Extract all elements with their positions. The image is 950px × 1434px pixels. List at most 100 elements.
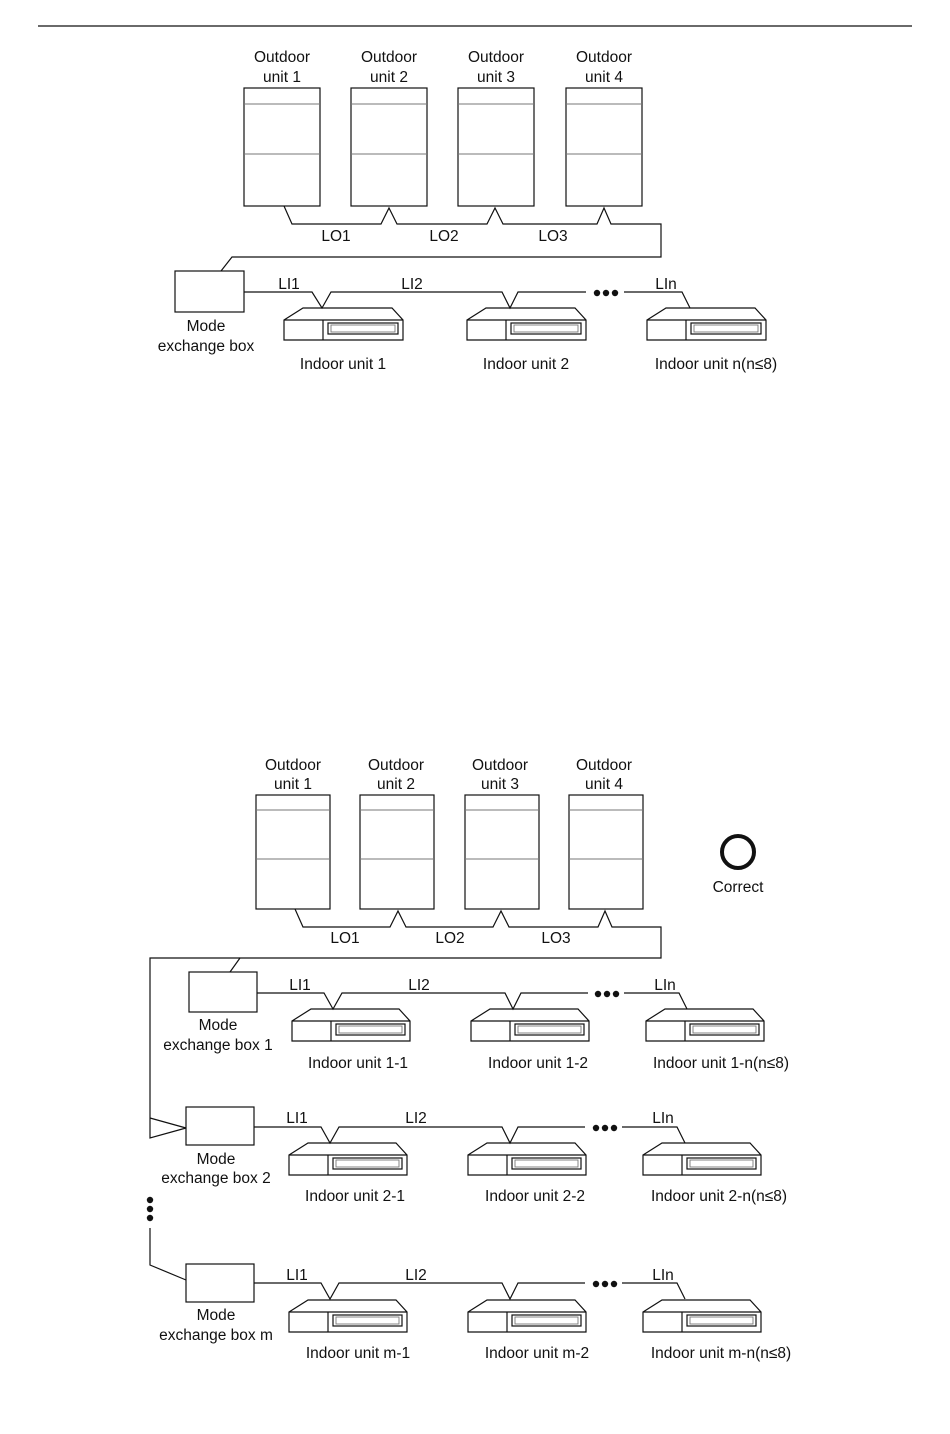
outdoor-unit-1: Outdoor unit 1 — [255, 757, 331, 910]
pipe-label-lo2: LO2 — [429, 228, 458, 245]
indoor-unit-1-2: Indoor unit 1-2 — [470, 1008, 590, 1072]
indoor-unit-1-n-label: Indoor unit 1-n(n≤8) — [653, 1055, 789, 1072]
indoor-unit-2: Indoor unit 2 — [466, 307, 587, 373]
pipe-label-li1: LI1 — [289, 977, 311, 994]
indoor-unit-2-1: Indoor unit 2-1 — [288, 1142, 408, 1205]
branch-1: Mode exchange box 1 LI1 LI2 LIn Indoor u… — [163, 971, 789, 1072]
pipe-label-lo3: LO3 — [538, 228, 567, 245]
indoor-pipe-line — [244, 291, 586, 310]
pipe-label-li1: LI1 — [286, 1267, 308, 1284]
outdoor-unit-1: Outdoor unit 1 — [243, 49, 321, 207]
outdoor-unit-4-label-line2: unit 4 — [585, 776, 623, 793]
continuation-dot — [601, 1280, 609, 1288]
outdoor-pipe-line — [229, 908, 662, 973]
outdoor-unit-3-label-line1: Outdoor — [468, 49, 524, 66]
indoor-unit-2-n: Indoor unit 2-n(n≤8) — [642, 1142, 787, 1205]
pipe-label-lin: LIn — [652, 1267, 674, 1284]
outdoor-unit-1-label-line1: Outdoor — [265, 757, 321, 774]
outdoor-unit-4-label-line1: Outdoor — [576, 49, 632, 66]
indoor-unit-m-n: Indoor unit m-n(n≤8) — [642, 1299, 791, 1362]
indoor-unit-m-2: Indoor unit m-2 — [467, 1299, 589, 1362]
indoor-unit-m-n-label: Indoor unit m-n(n≤8) — [651, 1345, 791, 1362]
mode-box-m-label-line1: Mode — [197, 1307, 236, 1324]
outdoor-pipe-line — [220, 205, 662, 272]
indoor-unit-m-2-label: Indoor unit m-2 — [485, 1345, 589, 1362]
indoor-unit-n: Indoor unit n(n≤8) — [646, 307, 777, 373]
pipe-label-lo2: LO2 — [435, 930, 464, 947]
status-label: Correct — [713, 879, 765, 896]
indoor-unit-2-n-label: Indoor unit 2-n(n≤8) — [651, 1188, 787, 1205]
trunk-pipe-line-lower — [149, 1228, 187, 1281]
mode-box-m-label-line2: exchange box m — [159, 1327, 273, 1344]
outdoor-unit-4: Outdoor unit 4 — [565, 49, 643, 207]
pipe-label-lin: LIn — [652, 1110, 674, 1127]
indoor-unit-m-1-label: Indoor unit m-1 — [306, 1345, 410, 1362]
indoor-unit-m-1: Indoor unit m-1 — [288, 1299, 410, 1362]
outdoor-unit-1-label-line1: Outdoor — [254, 49, 310, 66]
branch-2: Mode exchange box 2 LI1 LI2 LIn Indoor u… — [161, 1106, 787, 1205]
indoor-unit-n-label: Indoor unit n(n≤8) — [655, 356, 777, 373]
outdoor-unit-2-label-line2: unit 2 — [370, 69, 408, 86]
diagram-1: Outdoor unit 1 Outdoor unit 2 Outdoor un… — [158, 49, 777, 373]
pipe-label-lo1: LO1 — [330, 930, 359, 947]
mode-box-1-label-line1: Mode — [199, 1017, 238, 1034]
pipe-label-li2: LI2 — [408, 977, 430, 994]
continuation-dot — [603, 990, 611, 998]
indoor-unit-1-2-label: Indoor unit 1-2 — [488, 1055, 588, 1072]
indoor-unit-1: Indoor unit 1 — [283, 307, 404, 373]
outdoor-unit-2: Outdoor unit 2 — [359, 757, 435, 910]
outdoor-unit-3: Outdoor unit 3 — [457, 49, 535, 207]
pipe-label-lo1: LO1 — [321, 228, 350, 245]
continuation-dot — [146, 1196, 154, 1204]
mode-box-1-label-line2: exchange box 1 — [163, 1037, 272, 1054]
continuation-dot — [610, 1124, 618, 1132]
mode-exchange-box-m — [185, 1263, 255, 1303]
outdoor-unit-3-label-line2: unit 3 — [477, 69, 515, 86]
pipe-label-li1: LI1 — [286, 1110, 308, 1127]
outdoor-unit-4-label-line1: Outdoor — [576, 757, 632, 774]
mode-exchange-box-1 — [188, 971, 258, 1013]
outdoor-unit-3: Outdoor unit 3 — [464, 757, 540, 910]
outdoor-unit-4: Outdoor unit 4 — [568, 757, 644, 910]
outdoor-unit-1-label-line2: unit 1 — [263, 69, 301, 86]
mode-exchange-box: Mode exchange box — [158, 270, 255, 355]
indoor-unit-2-2-label: Indoor unit 2-2 — [485, 1188, 585, 1205]
outdoor-unit-1-label-line2: unit 1 — [274, 776, 312, 793]
outdoor-unit-2-label-line2: unit 2 — [377, 776, 415, 793]
indoor-unit-1-1: Indoor unit 1-1 — [291, 1008, 411, 1072]
mode-box-label-line1: Mode — [187, 318, 226, 335]
mode-box-2-label-line1: Mode — [197, 1151, 236, 1168]
correct-circle-icon — [720, 834, 756, 870]
outdoor-unit-3-label-line2: unit 3 — [481, 776, 519, 793]
continuation-dot — [146, 1205, 154, 1213]
diagram-2: Outdoor unit 1 Outdoor unit 2 Outdoor un… — [146, 757, 791, 1362]
pipe-label-li2: LI2 — [405, 1267, 427, 1284]
pipe-label-li2: LI2 — [401, 276, 423, 293]
branch-m: Mode exchange box m LI1 LI2 LIn Indoor u… — [159, 1263, 791, 1362]
continuation-dot — [593, 289, 601, 297]
outdoor-unit-2: Outdoor unit 2 — [350, 49, 428, 207]
continuation-dot — [601, 1124, 609, 1132]
mode-box-label-line2: exchange box — [158, 338, 255, 355]
continuation-dot — [594, 990, 602, 998]
indoor-unit-2-label: Indoor unit 2 — [483, 356, 569, 373]
trunk-pipe-line — [149, 957, 240, 1139]
indoor-unit-2-2: Indoor unit 2-2 — [467, 1142, 587, 1205]
continuation-dot — [592, 1280, 600, 1288]
continuation-dot — [612, 990, 620, 998]
mode-exchange-box-2 — [185, 1106, 255, 1146]
pipe-label-li2: LI2 — [405, 1110, 427, 1127]
continuation-dot — [610, 1280, 618, 1288]
continuation-dot — [146, 1214, 154, 1222]
continuation-dot — [602, 289, 610, 297]
continuation-dot — [611, 289, 619, 297]
indoor-pipe-line-end — [624, 291, 691, 309]
pipe-label-lin: LIn — [654, 977, 676, 994]
outdoor-unit-4-label-line2: unit 4 — [585, 69, 623, 86]
outdoor-unit-2-label-line1: Outdoor — [368, 757, 424, 774]
pipe-label-lo3: LO3 — [541, 930, 570, 947]
pipe-label-lin: LIn — [655, 276, 677, 293]
indoor-unit-1-n: Indoor unit 1-n(n≤8) — [645, 1008, 789, 1072]
indoor-unit-1-label: Indoor unit 1 — [300, 356, 386, 373]
